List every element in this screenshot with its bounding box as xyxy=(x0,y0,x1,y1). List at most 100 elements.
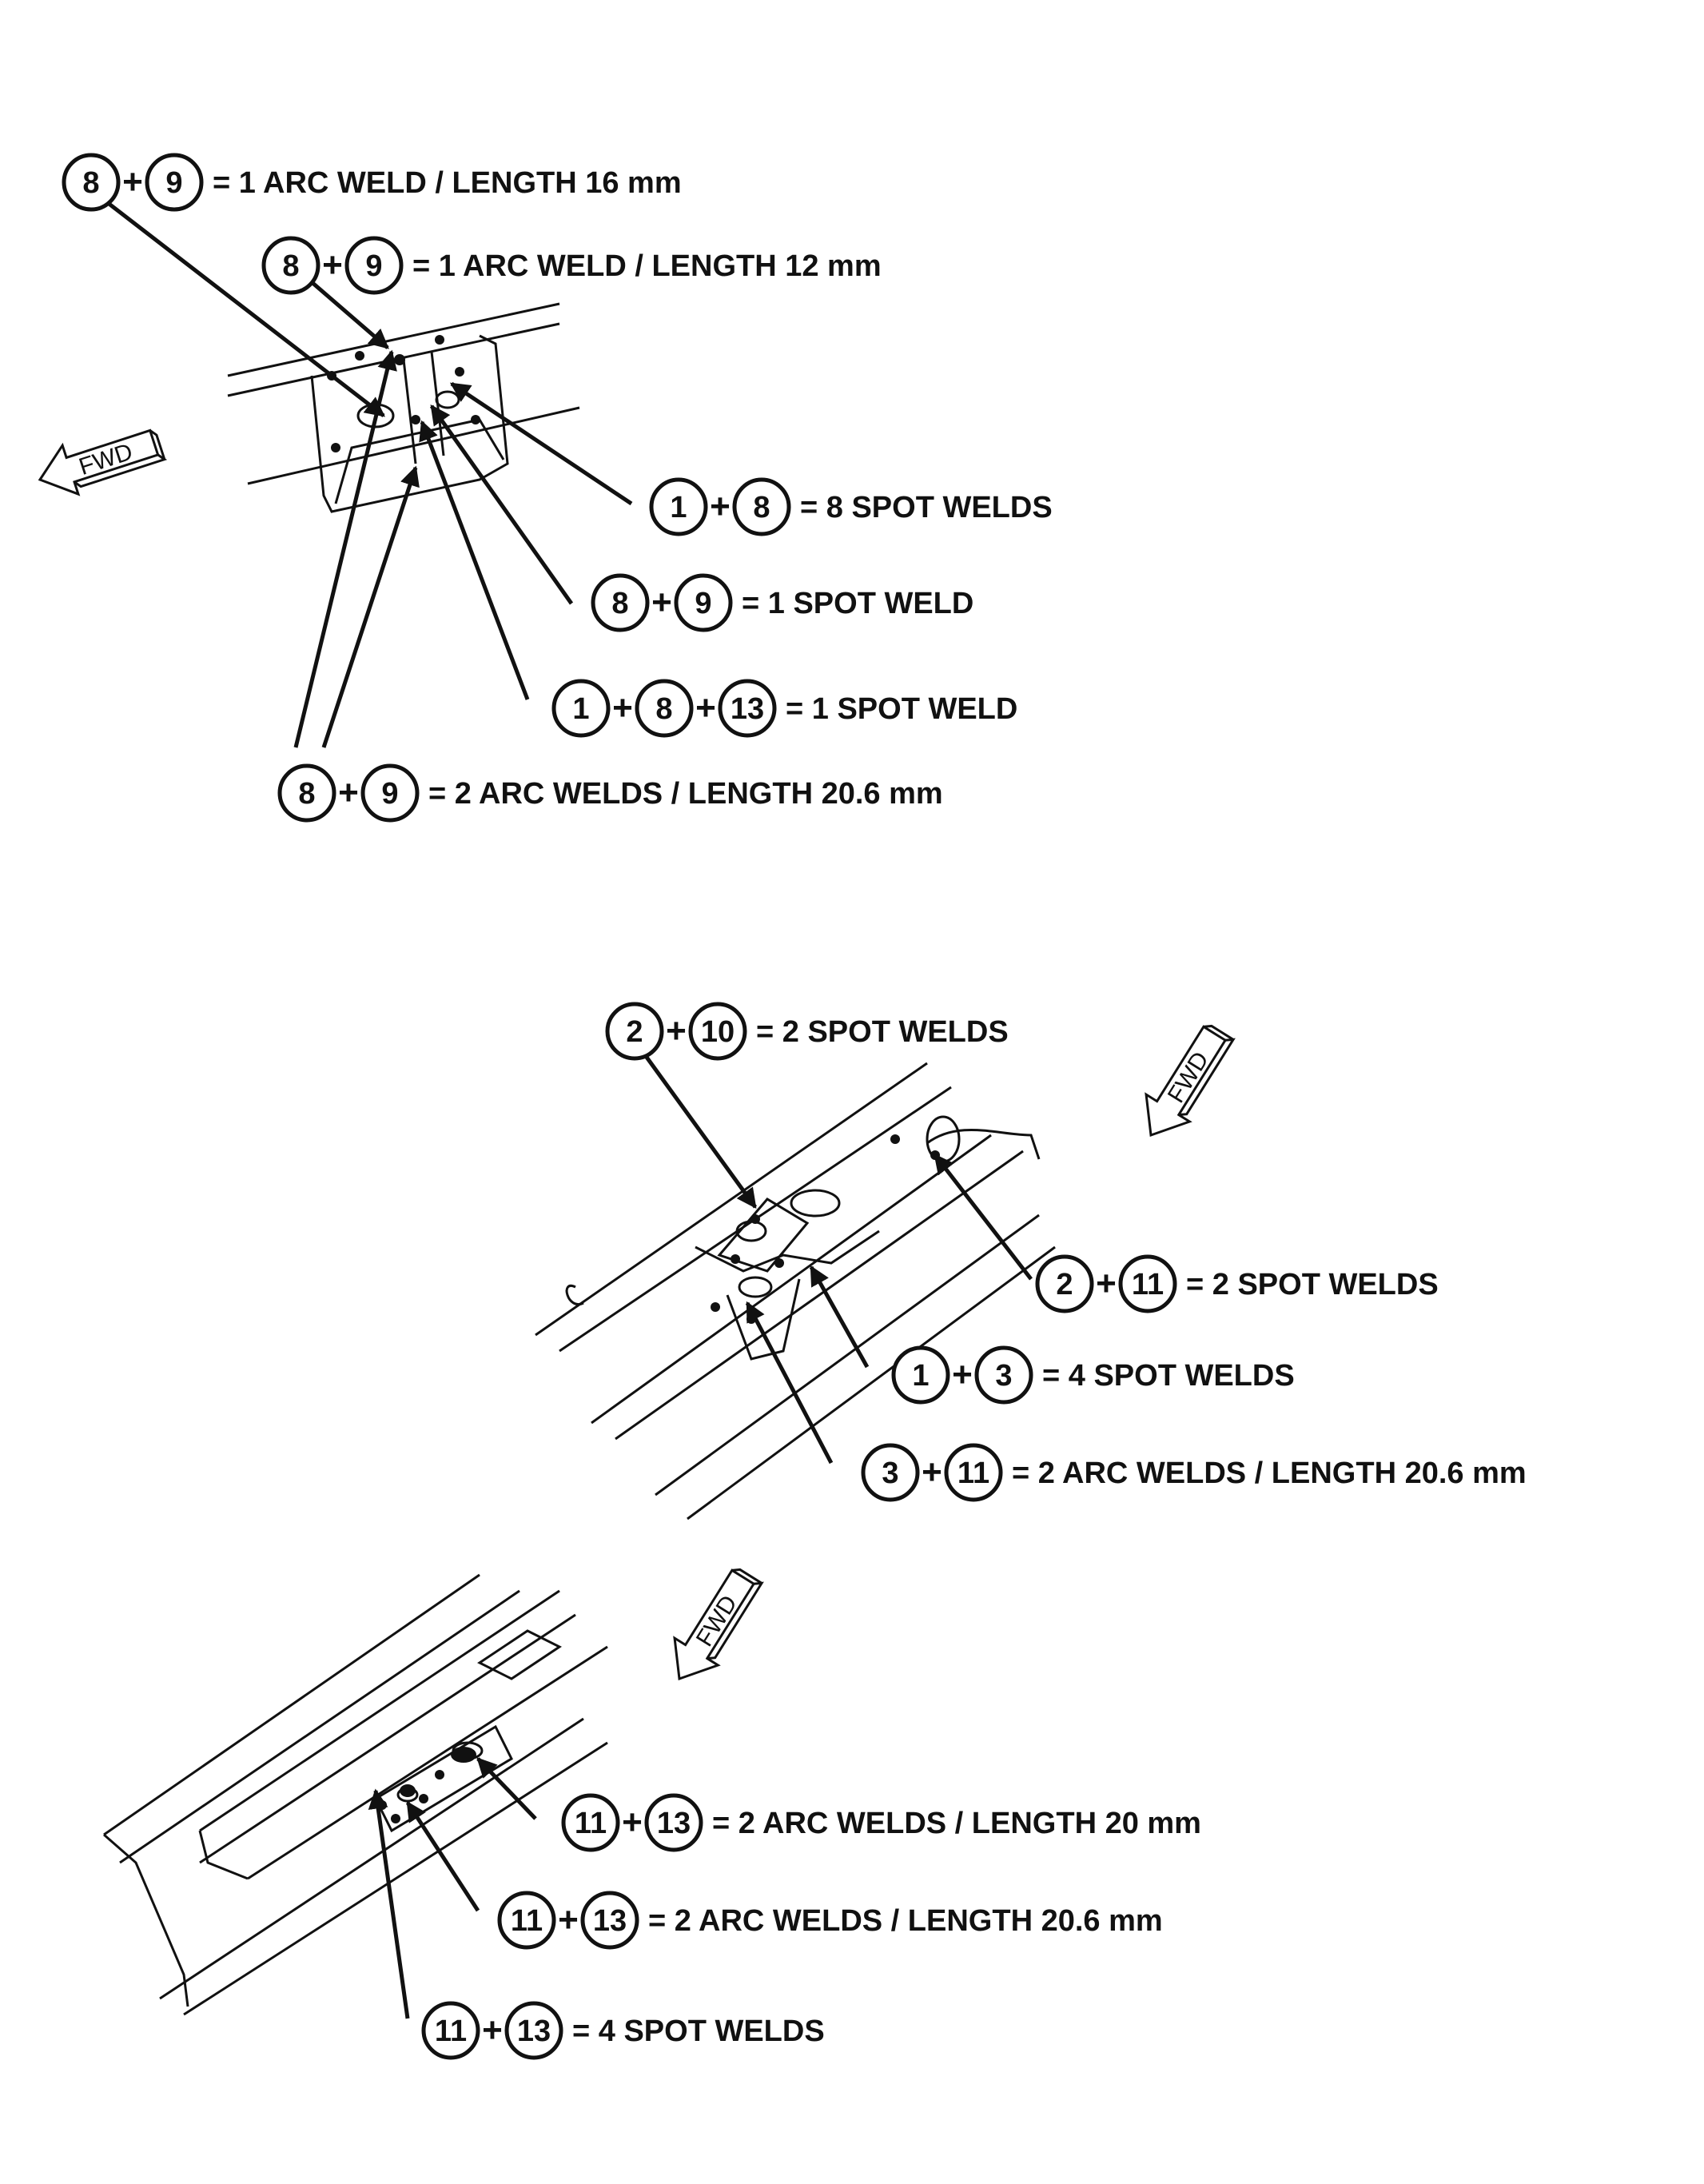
part-number: 13 xyxy=(731,692,764,726)
part-number: 8 xyxy=(298,777,315,811)
weld-callout: 2+11= 2 SPOT WELDS xyxy=(1035,1254,1439,1313)
part-number: 8 xyxy=(753,491,770,524)
leader-arrow xyxy=(321,465,420,748)
plus-sign: + xyxy=(710,487,731,526)
part-number: 3 xyxy=(995,1359,1012,1393)
leader-arrow xyxy=(368,1788,410,2019)
plus-sign: + xyxy=(122,162,143,201)
fwd-arrow-icon: FWD xyxy=(38,428,168,496)
part-number: 13 xyxy=(657,1807,691,1840)
weld-spec-text: = 4 SPOT WELDS xyxy=(1042,1359,1295,1393)
part-number: 11 xyxy=(958,1457,989,1490)
weld-callout: 1+8= 8 SPOT WELDS xyxy=(649,477,1053,536)
part-number-circle xyxy=(497,1891,556,1950)
leader-arrow xyxy=(298,270,389,349)
plus-sign: + xyxy=(666,1011,687,1050)
weld-spec-text: = 2 ARC WELDS / LENGTH 20.6 mm xyxy=(428,777,943,811)
fwd-arrow-icon: FWD xyxy=(673,1568,764,1681)
plus-sign: + xyxy=(622,1803,643,1842)
part-number: 9 xyxy=(381,777,398,811)
plus-sign: + xyxy=(338,773,359,812)
plus-sign: + xyxy=(612,688,633,727)
leader-arrow xyxy=(476,1757,537,1820)
part-number-circle xyxy=(732,477,791,536)
part-number: 1 xyxy=(670,491,687,524)
fwd-label: FWD xyxy=(76,439,136,480)
plus-sign: + xyxy=(322,245,343,285)
part-number-circle xyxy=(649,477,708,536)
leader-arrow xyxy=(293,349,397,748)
part-number-circle xyxy=(504,2001,563,2060)
part-number: 8 xyxy=(82,166,99,200)
part-number-circle xyxy=(277,763,336,823)
leader-arrow xyxy=(934,1154,1033,1281)
part-number-circle xyxy=(718,679,777,738)
weld-callout: 11 +13 = 2 ARC WELDS / LENGTH 20 mm xyxy=(561,1793,1201,1852)
part-number: 9 xyxy=(165,166,182,200)
part-number-circle xyxy=(644,1793,703,1852)
part-number: 2 xyxy=(626,1015,643,1049)
part-number-circle xyxy=(561,1793,620,1852)
plus-sign: + xyxy=(922,1453,942,1492)
weld-spec-text: = 2 SPOT WELDS xyxy=(1186,1268,1439,1301)
fwd-arrow-icon: FWD xyxy=(1145,1024,1236,1138)
part-number: 11 xyxy=(511,1904,543,1938)
part-number: 10 xyxy=(701,1015,735,1049)
part-number-circle xyxy=(344,236,404,295)
part-number: 8 xyxy=(282,249,299,283)
part-number: 9 xyxy=(365,249,382,283)
part-number: 9 xyxy=(695,587,711,620)
part-number: 1 xyxy=(912,1359,929,1393)
leader-arrow xyxy=(102,198,385,417)
weld-callout: 11+13= 4 SPOT WELDS xyxy=(421,2001,825,2060)
plus-sign: + xyxy=(1096,1264,1117,1303)
part-number: 8 xyxy=(611,587,628,620)
weld-callout: 8 +9 = 2 ARC WELDS / LENGTH 20.6 mm xyxy=(277,763,943,823)
weld-callout: 11+13= 2 ARC WELDS / LENGTH 20.6 mm xyxy=(497,1891,1163,1950)
part-number: 13 xyxy=(593,1904,627,1938)
part-number-circle xyxy=(1035,1254,1094,1313)
part-number: 11 xyxy=(435,2015,467,2048)
panel-1-drawing xyxy=(227,302,580,513)
part-number-circle xyxy=(580,1891,639,1950)
plus-sign: + xyxy=(651,583,672,622)
part-number-circle xyxy=(591,573,650,632)
leader-arrow xyxy=(419,420,530,700)
leader-arrow xyxy=(405,1800,480,1912)
part-number-circle xyxy=(145,153,204,212)
leader-arrow xyxy=(809,1265,870,1369)
leader-arrow xyxy=(449,381,633,506)
leader-arrows xyxy=(102,198,1033,2019)
plus-sign: + xyxy=(695,688,716,727)
part-number-circle xyxy=(62,153,121,212)
weld-callout: 8+9= 1 ARC WELD / LENGTH 16 mm xyxy=(62,153,682,212)
weld-callout: 2 +10 = 2 SPOT WELDS xyxy=(605,1002,1009,1061)
weld-spec-text: = 2 SPOT WELDS xyxy=(756,1015,1009,1049)
part-number: 1 xyxy=(572,692,589,726)
weld-callout: 3+11= 2 ARC WELDS / LENGTH 20.6 mm xyxy=(861,1443,1527,1502)
leader-arrow xyxy=(429,404,574,605)
part-number: 13 xyxy=(517,2015,551,2048)
part-number-circle xyxy=(974,1345,1033,1405)
part-number-circle xyxy=(635,679,694,738)
part-number-circle xyxy=(551,679,611,738)
weld-callout: 1+8+13= 1 SPOT WELD xyxy=(551,679,1017,738)
weld-callout: 8+9= 1 SPOT WELD xyxy=(591,573,973,632)
part-number-circle xyxy=(605,1002,664,1061)
part-number: 11 xyxy=(575,1807,607,1840)
weld-callout: 1 +3 = 4 SPOT WELDS xyxy=(891,1345,1295,1405)
weld-spec-text: = 2 ARC WELDS / LENGTH 20 mm xyxy=(712,1807,1201,1840)
part-number-circle xyxy=(360,763,420,823)
plus-sign: + xyxy=(952,1355,973,1394)
leader-arrow xyxy=(637,1046,758,1210)
weld-spec-text: = 4 SPOT WELDS xyxy=(572,2015,825,2048)
weld-spec-text: = 1 ARC WELD / LENGTH 12 mm xyxy=(412,249,882,283)
weld-spec-text: = 2 ARC WELDS / LENGTH 20.6 mm xyxy=(648,1904,1163,1938)
leader-arrow xyxy=(745,1301,834,1465)
callout-labels: 8+9= 1 ARC WELD / LENGTH 16 mm8+9= 1 ARC… xyxy=(62,153,1527,2060)
part-number: 11 xyxy=(1132,1268,1164,1301)
part-number-circle xyxy=(688,1002,747,1061)
weld-callout: 8 +9 = 1 ARC WELD / LENGTH 12 mm xyxy=(261,236,882,295)
